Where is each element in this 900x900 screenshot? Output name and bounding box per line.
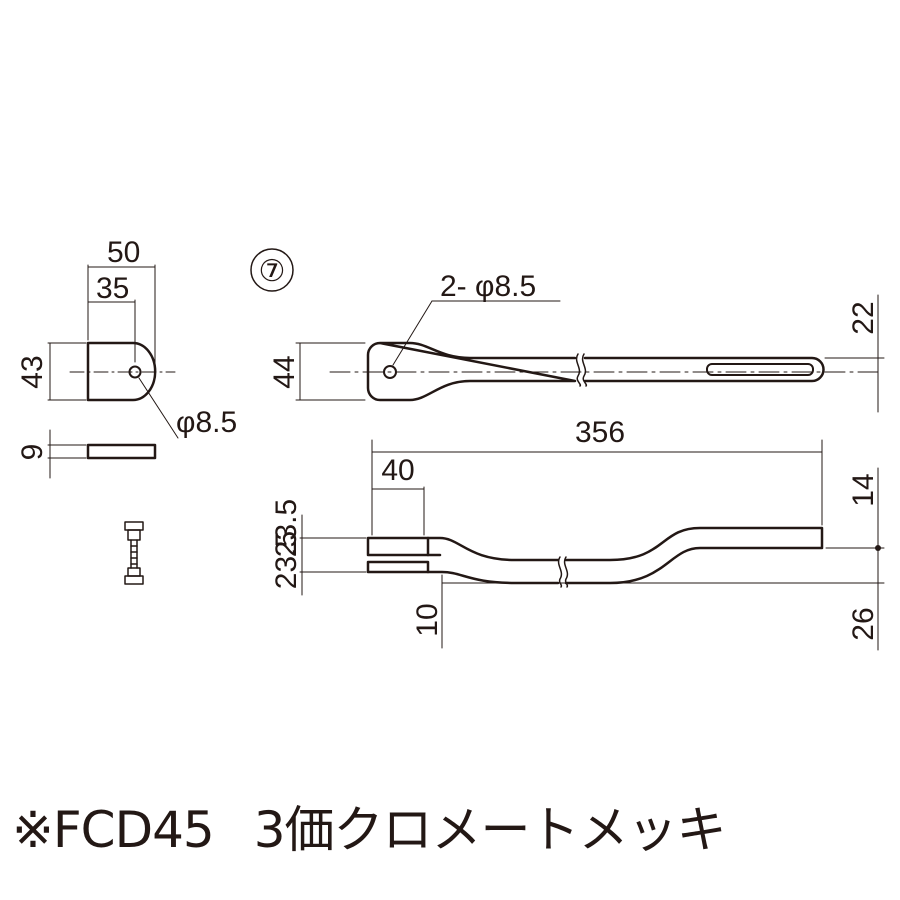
part-number: ⑦ xyxy=(259,255,286,288)
dim-23-5: 23.5 xyxy=(270,531,303,589)
dim-50: 50 xyxy=(107,236,140,269)
bolt-icon xyxy=(124,521,144,585)
part-number-circle xyxy=(250,248,294,292)
bar-side-view xyxy=(366,526,824,588)
bar-top-view xyxy=(329,341,881,402)
material-label: ※FCD45 xyxy=(12,801,215,859)
dim-9: 9 xyxy=(16,444,49,461)
plate-dimension-lines xyxy=(47,264,179,439)
bar-top-dimension-lines xyxy=(295,294,885,413)
dimension-labels: 50 35 43 9 φ8.5 ⑦ 2- φ8.5 44 22 356 40 1… xyxy=(16,236,880,641)
dim-43: 43 xyxy=(16,355,49,388)
finish-label: 3価クロメートメッキ xyxy=(253,801,727,859)
dim-35: 35 xyxy=(96,272,129,305)
bar-side-dimension-lines xyxy=(299,439,885,651)
dim-26: 26 xyxy=(847,607,880,640)
dim-44: 44 xyxy=(268,355,301,388)
dim-22: 22 xyxy=(847,301,880,334)
dim-hole-small: φ8.5 xyxy=(176,406,237,439)
plate-side-view xyxy=(47,429,157,479)
dim-14: 14 xyxy=(847,473,880,506)
dim-23-5-top: 23.5 xyxy=(270,499,303,557)
dim-356: 356 xyxy=(575,416,625,449)
dim-40: 40 xyxy=(381,454,414,487)
dim-2-holes: 2- φ8.5 xyxy=(440,270,536,303)
dim-10: 10 xyxy=(411,603,444,636)
plate-top-view xyxy=(69,341,176,402)
material-note: ※FCD45 3価クロメートメッキ xyxy=(12,790,892,862)
